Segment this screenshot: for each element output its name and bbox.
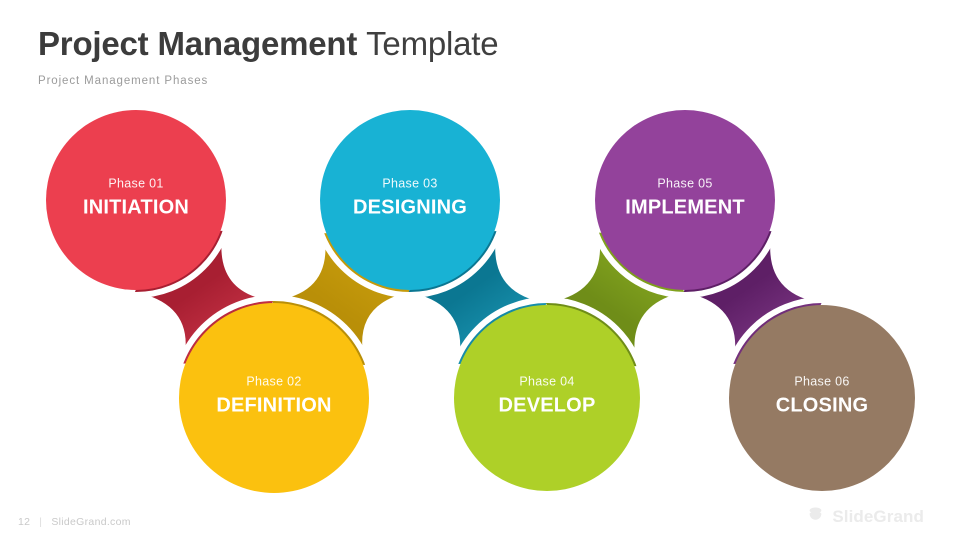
slidegrand-bowl-logo-icon: [806, 505, 825, 529]
phase-05-ring: [587, 102, 783, 298]
phase-02-circle[interactable]: [179, 303, 369, 493]
phase-01-ring: [38, 102, 234, 298]
page-subtitle: Project Management Phases: [38, 75, 209, 87]
phase-03-circle[interactable]: [320, 110, 500, 290]
phase-01-circle[interactable]: [46, 110, 226, 290]
phase-04-circle[interactable]: [454, 305, 640, 491]
phase-02-ring: [171, 295, 377, 501]
page-title-light: Template: [366, 25, 499, 62]
slide-header: Project Management Template Project Mana…: [38, 24, 738, 87]
page-title-strong: Project Management: [38, 25, 358, 62]
footer: 12 | SlideGrand.com: [18, 516, 131, 528]
brand-name: SlideGrand: [832, 507, 924, 526]
phase-06-circle[interactable]: [729, 305, 915, 491]
brand-logo: SlideGrand: [806, 505, 924, 529]
page-number: 12: [18, 516, 31, 528]
phase-06-ring: [721, 297, 923, 499]
footer-divider: |: [39, 516, 43, 528]
nodes-layer: [38, 102, 923, 501]
page-title: Project Management Template: [38, 24, 738, 64]
phase-05-circle[interactable]: [595, 110, 775, 290]
footer-site: SlideGrand.com: [51, 516, 131, 528]
phase-03-ring: [312, 102, 508, 298]
phase-04-ring: [446, 297, 648, 499]
